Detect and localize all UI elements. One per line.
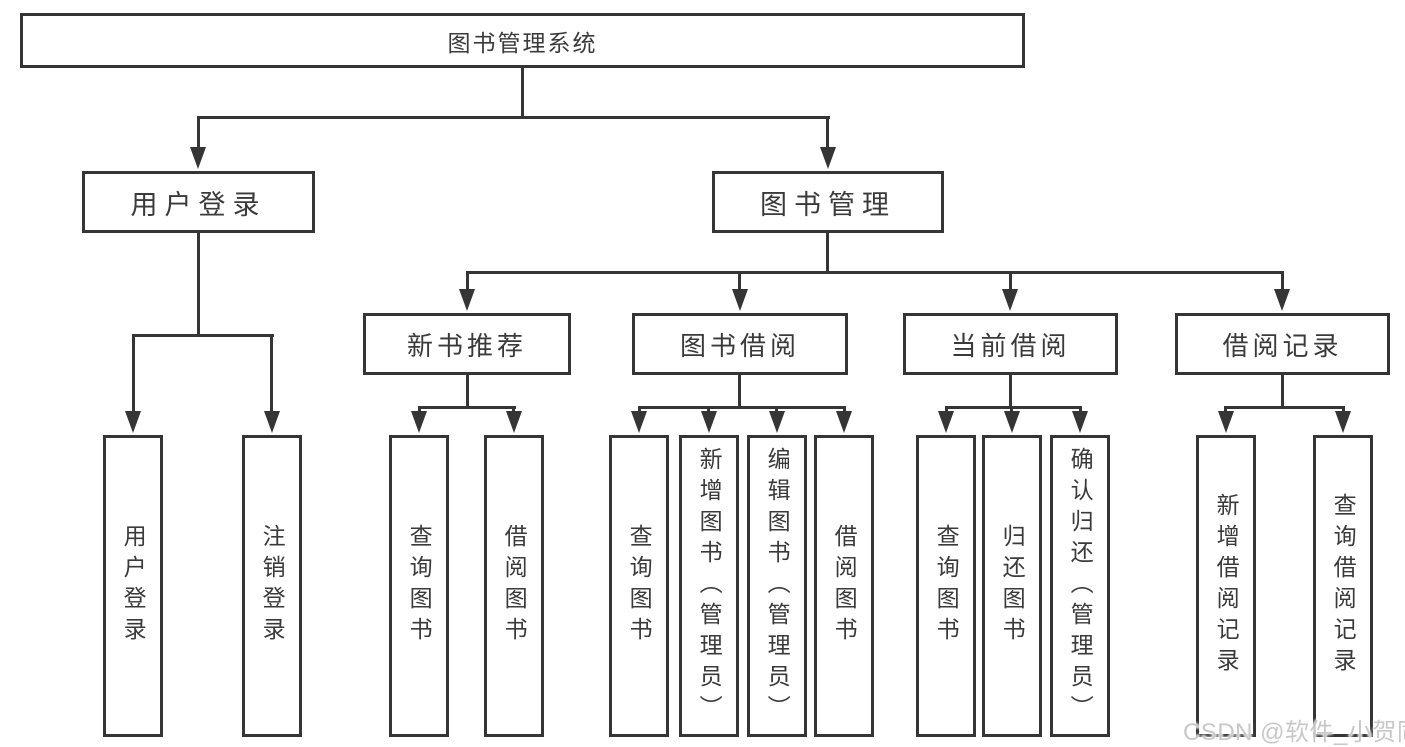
connector-line: [1281, 375, 1284, 409]
leaf-return-books: 归还图书: [982, 435, 1042, 737]
connector-line: [197, 116, 830, 119]
arrowhead-icon: [506, 411, 522, 433]
connector-line: [197, 116, 200, 149]
arrowhead-icon: [1274, 289, 1290, 311]
connector-line: [1342, 406, 1345, 414]
connector-line: [521, 68, 524, 118]
node-label: 注销登录: [259, 524, 286, 648]
arrowhead-icon: [1218, 411, 1234, 433]
node-label: 新增借阅记录: [1213, 493, 1240, 679]
connector-line: [738, 271, 741, 289]
arrowhead-icon: [264, 411, 280, 433]
arrowhead-icon: [1004, 411, 1020, 433]
node-label: 新增图书（管理员）: [696, 446, 723, 726]
node-current-borrowing: 当前借阅: [903, 313, 1118, 375]
node-label: 借阅图书: [501, 524, 528, 648]
leaf-user-login: 用户登录: [103, 435, 163, 737]
node-label: 图书管理: [760, 189, 896, 220]
node-label: 图书管理系统: [447, 29, 598, 56]
node-label: 借阅记录: [1222, 330, 1343, 361]
connector-line: [1009, 271, 1012, 289]
arrowhead-icon: [411, 411, 427, 433]
node-label: 新书推荐: [406, 330, 527, 361]
arrowhead-icon: [701, 411, 717, 433]
connector-line: [826, 233, 829, 274]
connector-line: [466, 271, 469, 289]
connector-line: [1079, 406, 1082, 414]
arrowhead-icon: [1335, 411, 1351, 433]
connector-line: [466, 375, 469, 409]
connector-line: [843, 406, 846, 414]
arrowhead-icon: [820, 147, 836, 169]
leaf-query-borrow-record: 查询借阅记录: [1313, 435, 1373, 737]
arrowhead-icon: [459, 289, 475, 311]
arrowhead-icon: [732, 289, 748, 311]
arrowhead-icon: [190, 147, 206, 169]
node-label: 用户登录: [120, 524, 147, 648]
connector-line: [638, 406, 641, 414]
leaf-logout-login: 注销登录: [242, 435, 302, 737]
arrowhead-icon: [938, 411, 954, 433]
connector-line: [1224, 406, 1227, 414]
connector-line: [197, 233, 200, 337]
connector-line: [418, 406, 516, 409]
leaf-query-books: 查询图书: [609, 435, 669, 737]
connector-line: [466, 271, 1284, 274]
connector-line: [132, 334, 274, 337]
node-user-login: 用户登录: [82, 171, 315, 233]
arrowhead-icon: [1072, 411, 1088, 433]
connector-line: [826, 116, 829, 149]
connector-line: [1281, 271, 1284, 289]
connector-line: [707, 406, 710, 414]
node-book-borrowing: 图书借阅: [632, 313, 848, 375]
node-label: 查询借阅记录: [1330, 493, 1357, 679]
leaf-add-books-admin: 新增图书（管理员）: [679, 435, 739, 737]
node-label: 归还图书: [999, 524, 1026, 648]
arrowhead-icon: [125, 411, 141, 433]
node-borrowing-records: 借阅记录: [1175, 313, 1390, 375]
arrowhead-icon: [769, 411, 785, 433]
connector-line: [512, 406, 515, 414]
node-label: 用户登录: [130, 189, 267, 220]
leaf-query-books: 查询图书: [916, 435, 976, 737]
connector-line: [270, 334, 273, 413]
node-book-management: 图书管理: [712, 171, 944, 233]
connector-line: [1224, 406, 1345, 409]
node-label: 编辑图书（管理员）: [764, 446, 791, 726]
leaf-query-books: 查询图书: [389, 435, 449, 737]
node-label: 查询图书: [406, 524, 433, 648]
node-label: 借阅图书: [831, 524, 858, 648]
node-label: 图书借阅: [679, 330, 800, 361]
connector-line: [638, 406, 846, 409]
leaf-edit-books-admin: 编辑图书（管理员）: [747, 435, 807, 737]
leaf-add-borrow-record: 新增借阅记录: [1196, 435, 1256, 737]
connector-line: [738, 375, 741, 409]
node-label: 查询图书: [933, 524, 960, 648]
watermark: CSDN @软件_小贺同学: [1183, 719, 1405, 746]
node-new-book-recommend: 新书推荐: [363, 313, 571, 375]
node-label: 确认归还（管理员）: [1067, 446, 1094, 726]
arrowhead-icon: [631, 411, 647, 433]
node-label: 查询图书: [626, 524, 653, 648]
arrowhead-icon: [1002, 289, 1018, 311]
connector-line: [775, 406, 778, 414]
connector-line: [945, 406, 948, 414]
node-label: 当前借阅: [950, 330, 1071, 361]
node-root-library-management-system: 图书管理系统: [20, 13, 1025, 68]
connector-line: [418, 406, 421, 414]
connector-line: [945, 406, 1082, 409]
connector-line: [1009, 375, 1012, 409]
leaf-borrow-books: 借阅图书: [814, 435, 874, 737]
connector-line: [132, 334, 135, 413]
arrowhead-icon: [836, 411, 852, 433]
connector-line: [1010, 406, 1013, 414]
leaf-confirm-return-admin: 确认归还（管理员）: [1050, 435, 1110, 737]
leaf-borrow-books: 借阅图书: [484, 435, 544, 737]
